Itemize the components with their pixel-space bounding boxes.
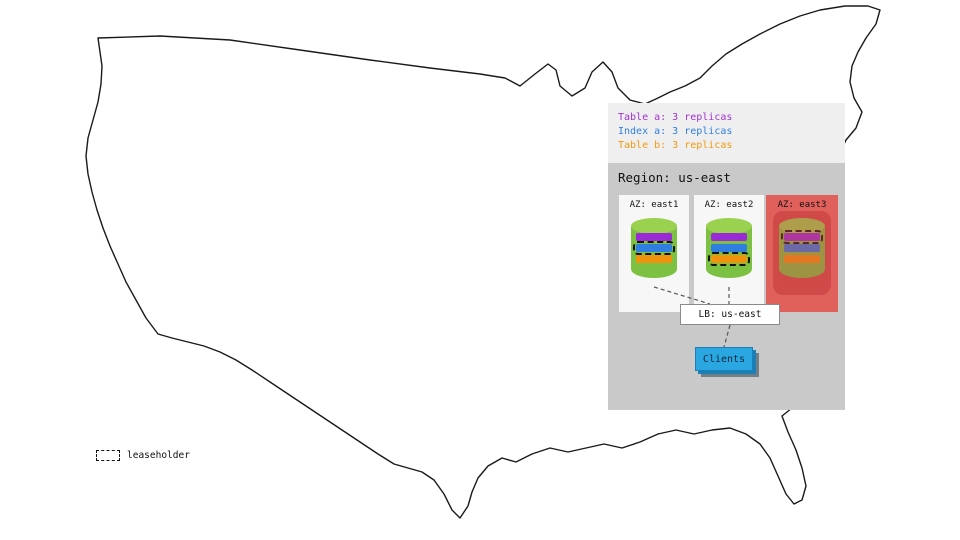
clients-label: Clients [702, 353, 746, 365]
replica-legend-panel: Table a: 3 replicas Index a: 3 replicas … [608, 103, 845, 163]
az-box-east1: AZ: east1 [619, 195, 689, 312]
leaseholder-legend-label: leaseholder [127, 450, 190, 461]
load-balancer-label: LB: us-east [698, 309, 762, 320]
database-node-east2 [706, 218, 752, 284]
database-cylinder-icon [777, 216, 827, 286]
leaseholder-legend: leaseholder [96, 450, 190, 461]
replica-bar-table-b [636, 255, 672, 263]
load-balancer-box: LB: us-east [680, 304, 780, 325]
replica-bar-table-a-leaseholder [781, 230, 823, 244]
database-node-east3 [773, 211, 831, 295]
replica-bar-table-b [784, 255, 820, 263]
database-node-east1 [631, 218, 677, 284]
cylinder-top [779, 218, 825, 234]
az-box-east3-down: AZ: east3 [766, 195, 838, 312]
leaseholder-dashed-swatch-icon [96, 450, 120, 461]
replica-bar-table-a [711, 233, 747, 241]
cylinder-body [779, 226, 825, 278]
az-east3-label: AZ: east3 [777, 200, 827, 210]
az-box-east2: AZ: east2 [694, 195, 764, 312]
replica-bar-index-a-leaseholder [633, 241, 675, 255]
replica-bar-table-a [636, 233, 672, 241]
replica-bar-table-b-leaseholder [708, 252, 750, 266]
legend-table-a: Table a: 3 replicas [618, 112, 733, 123]
database-cylinder-icon [706, 218, 752, 284]
cylinder-top [631, 218, 677, 234]
region-title: Region: us-east [618, 170, 731, 185]
cylinder-top [706, 218, 752, 234]
clients-box: Clients [695, 347, 753, 371]
replica-bar-index-a [711, 244, 747, 252]
legend-index-a: Index a: 3 replicas [618, 126, 733, 137]
replica-bar-index-a [784, 244, 820, 252]
legend-table-b: Table b: 3 replicas [618, 140, 733, 151]
az-east1-label: AZ: east1 [629, 200, 679, 210]
az-east2-label: AZ: east2 [704, 200, 754, 210]
region-panel: Region: us-east AZ: east1 AZ: east2 [608, 163, 845, 410]
database-cylinder-icon [631, 218, 677, 284]
